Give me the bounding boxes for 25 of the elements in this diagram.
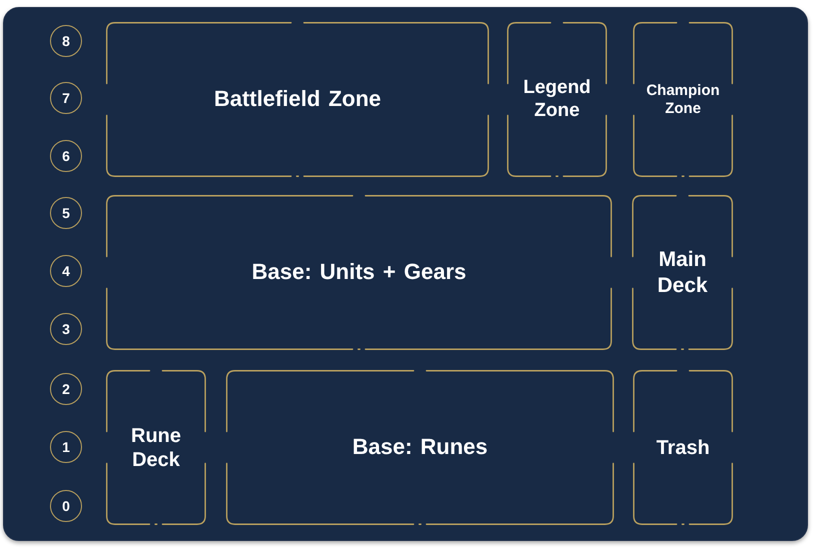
- play-zone: [632, 195, 733, 350]
- play-zone: [507, 22, 607, 177]
- play-zone: [226, 370, 614, 525]
- zone-label: Battlefield Zone: [214, 86, 381, 113]
- row-number: 8: [50, 25, 82, 57]
- row-number: 3: [50, 313, 82, 345]
- play-zone: [106, 22, 489, 177]
- row-number: 7: [50, 82, 82, 114]
- play-zone: [106, 370, 206, 525]
- row-number: 5: [50, 197, 82, 229]
- zone-label: Trash: [656, 436, 710, 460]
- row-number: 6: [50, 140, 82, 172]
- zone-label: Base: Runes: [352, 434, 488, 461]
- zone-label: Champion Zone: [645, 82, 721, 118]
- row-number: 1: [50, 431, 82, 463]
- zone-label: Base: Units + Gears: [252, 259, 466, 286]
- zone-label: Main Deck: [656, 247, 709, 298]
- play-zone: [633, 22, 733, 177]
- play-zone: [106, 195, 612, 350]
- row-number: 0: [50, 490, 82, 522]
- play-zone: [633, 370, 733, 525]
- row-number: 2: [50, 373, 82, 405]
- zone-label: Legend Zone: [522, 76, 592, 122]
- zone-label: Rune Deck: [130, 424, 182, 472]
- row-number: 4: [50, 255, 82, 287]
